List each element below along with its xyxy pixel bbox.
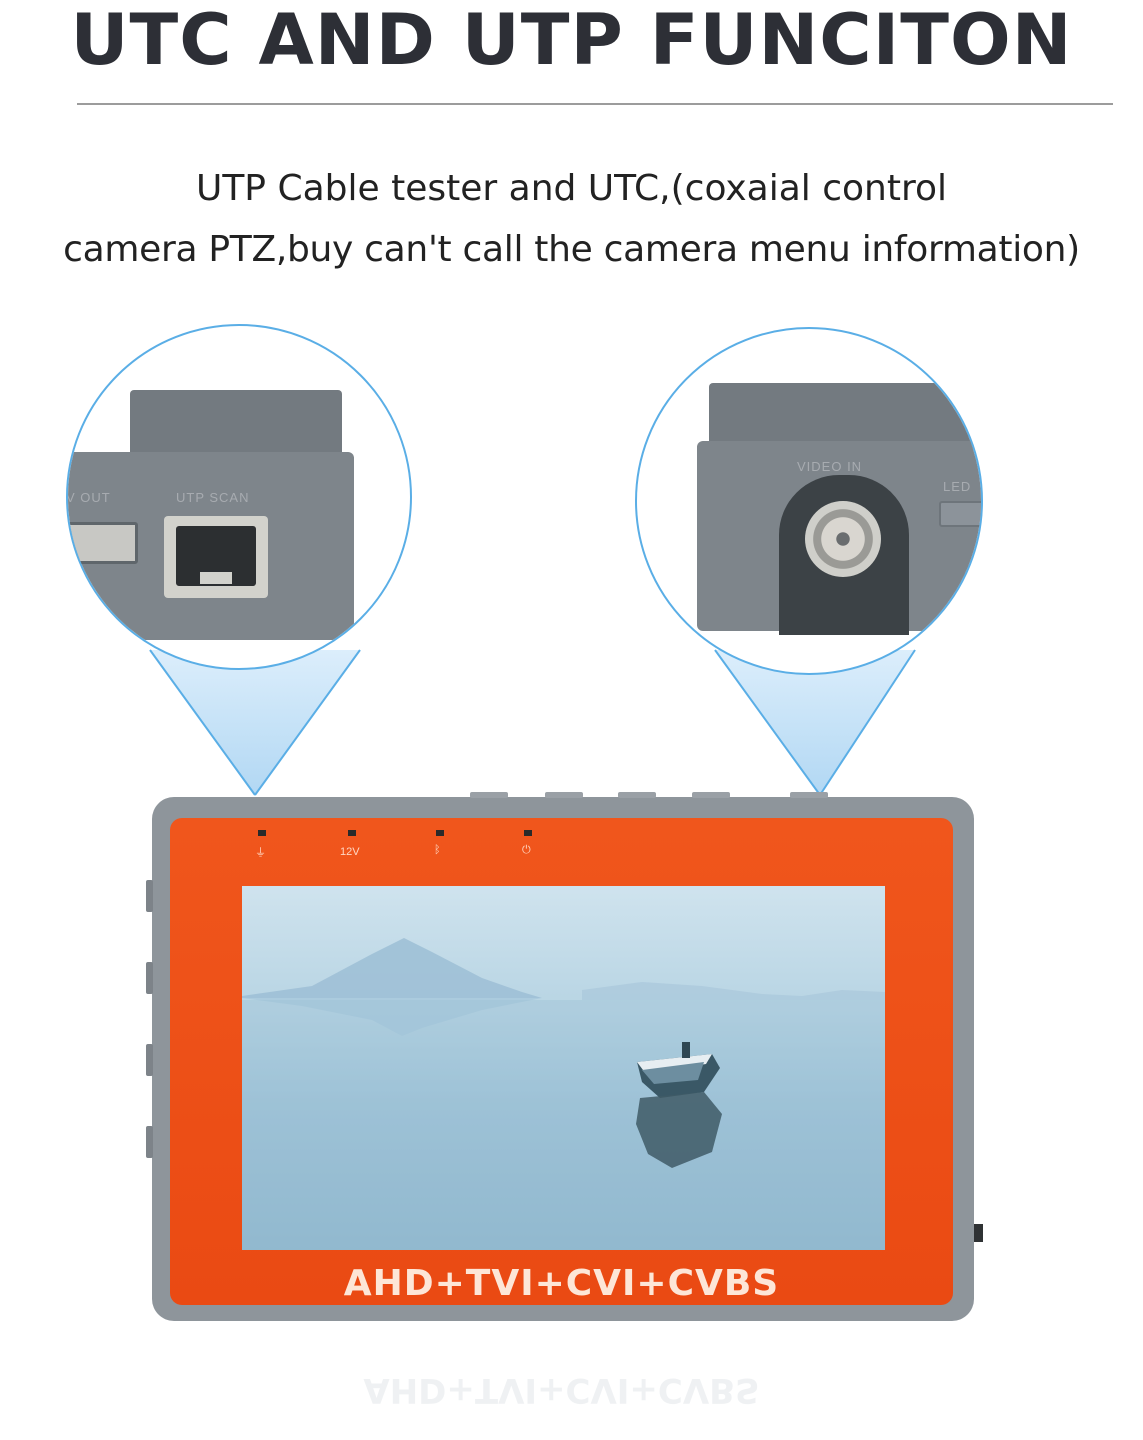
brand-reflection: AHD+TVI+CVI+CVBS [363, 1370, 760, 1410]
description-line-1: UTP Cable tester and UTC,(coxaial contro… [195, 168, 948, 209]
bluetooth-icon: ᛒ [434, 844, 441, 856]
bnc-connector-icon [805, 501, 881, 577]
side-button-2 [146, 962, 153, 994]
lake-scene-image [242, 938, 885, 1250]
zoom-circle-video-in: VIDEO IN LED [635, 327, 983, 675]
indicator-led-3 [436, 830, 444, 836]
indicator-led-2 [348, 830, 356, 836]
usb-port-icon [68, 522, 138, 564]
indicator-12v-label: 12V [340, 846, 360, 858]
top-button-3 [618, 792, 656, 798]
right-zoom-beam [714, 649, 916, 796]
side-button-3 [146, 1044, 153, 1076]
indicator-led-4 [524, 830, 532, 836]
top-button-2 [545, 792, 583, 798]
description-line-2: camera PTZ,buy can't call the camera men… [63, 229, 1080, 270]
led-label: LED [943, 479, 972, 494]
side-button-4 [146, 1126, 153, 1158]
led-window [939, 501, 981, 527]
power-icon: ⏻ [522, 844, 531, 856]
device-top-edge [709, 383, 981, 449]
left-zoom-beam [149, 649, 361, 796]
video-in-label: VIDEO IN [797, 459, 863, 474]
utp-scan-label: UTP SCAN [176, 490, 250, 505]
page-title: UTC AND UTP FUNCITON [70, 0, 1073, 81]
top-button-1 [470, 792, 508, 798]
v-out-label: V OUT [66, 490, 111, 505]
side-switch [974, 1224, 983, 1242]
display-screen [242, 886, 885, 1250]
title-divider [77, 103, 1113, 105]
device-brand-text: AHD+TVI+CVI+CVBS [343, 1263, 780, 1304]
device-top-edge [130, 390, 342, 460]
top-button-4 [692, 792, 730, 798]
indicator-led-1 [258, 830, 266, 836]
rj45-port-icon [164, 516, 268, 598]
plug-icon: ⏚ [255, 847, 266, 859]
top-button-5 [790, 792, 828, 798]
zoom-circle-utp-port: V OUT UTP SCAN [66, 324, 412, 670]
side-button-1 [146, 880, 153, 912]
